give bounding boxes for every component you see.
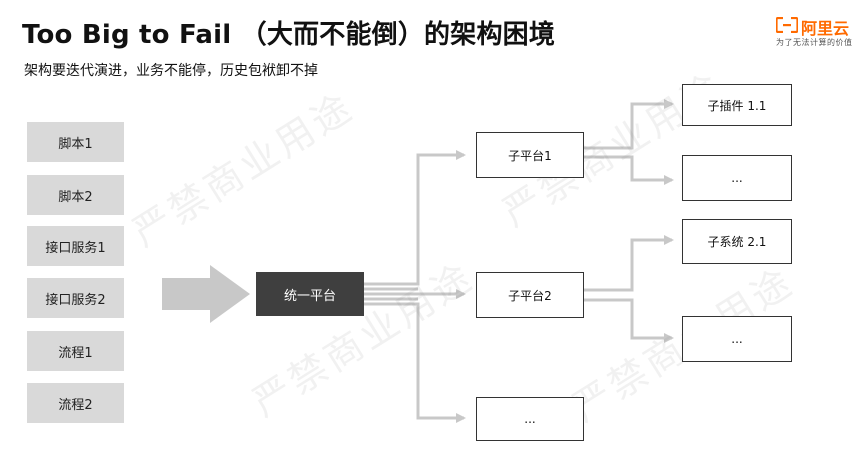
page-subtitle: 架构要迭代演进，业务不能停，历史包袱卸不掉 <box>24 63 318 79</box>
legacy-item-script-1: 脚本1 <box>27 122 124 162</box>
input-arrow <box>162 265 250 323</box>
sub-plugin-1-1: 子插件 1.1 <box>682 84 792 126</box>
connector-platform1-sub1 <box>584 99 674 150</box>
connector-platform2-sub3 <box>584 235 674 292</box>
logo-slogan: 为了无法计算的价值 <box>776 38 853 47</box>
unified-platform: 统一平台 <box>256 272 364 316</box>
sub-platform-more: ... <box>476 397 584 441</box>
aliyun-logo-icon <box>776 17 798 33</box>
sub-plugin-more: ... <box>682 155 792 201</box>
legacy-item-api-2: 接口服务2 <box>27 278 124 318</box>
connector-platform2-sub4 <box>584 298 674 343</box>
page-title: Too Big to Fail （大而不能倒）的架构困境 <box>22 20 556 50</box>
sub-system-2-1: 子系统 2.1 <box>682 219 792 264</box>
connector-core-platform1 <box>364 150 466 286</box>
sub-platform-1: 子平台1 <box>476 132 584 178</box>
logo-name: 阿里云 <box>801 19 850 38</box>
legacy-item-flow-1: 流程1 <box>27 331 124 371</box>
connector-platform1-sub2 <box>584 155 674 185</box>
legacy-item-api-1: 接口服务1 <box>27 226 124 266</box>
legacy-item-flow-2: 流程2 <box>27 383 124 423</box>
legacy-item-script-2: 脚本2 <box>27 175 124 215</box>
sub-platform-2: 子平台2 <box>476 272 584 318</box>
connector-core-platform3 <box>364 302 466 423</box>
sub-system-more: ... <box>682 316 792 362</box>
aliyun-logo: 阿里云 为了无法计算的价值 <box>776 15 856 55</box>
